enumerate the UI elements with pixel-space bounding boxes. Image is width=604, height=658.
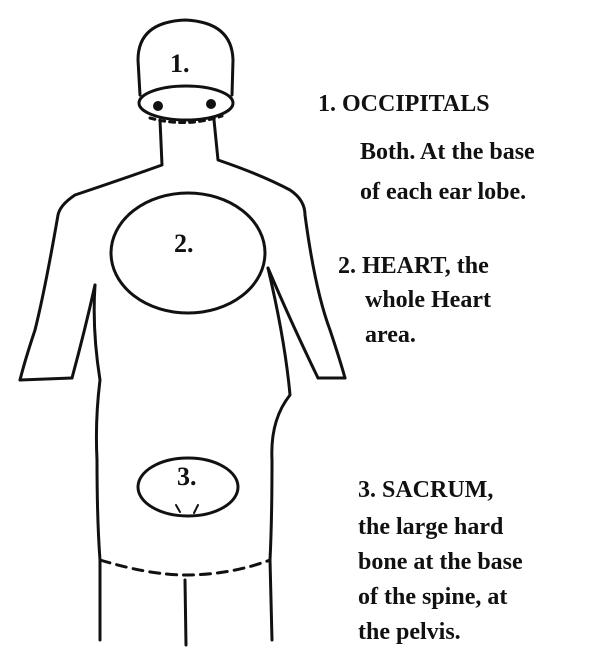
torso-left (92, 283, 102, 642)
marker-1: 1. (170, 49, 190, 78)
hip-line (98, 558, 272, 577)
sacrum-area (136, 456, 240, 518)
torso-right (266, 266, 292, 642)
note-heart-line: whole Heart (365, 287, 491, 313)
left-arm-inner (70, 283, 97, 380)
heart-area (109, 191, 267, 315)
note-sacrum-title: 3. SACRUM, (358, 477, 494, 503)
right-arm-outer (303, 213, 347, 380)
note-sacrum-line: of the spine, at (358, 584, 508, 610)
occipital-band (137, 84, 235, 122)
note-sacrum-line: the pelvis. (358, 619, 461, 645)
note-sacrum-line: bone at the base (358, 549, 523, 575)
right-occipital-dot (206, 99, 216, 109)
note-occipitals-title: 1. OCCIPITALS (318, 91, 490, 117)
leg-divider (183, 578, 188, 647)
left-hand (18, 376, 74, 382)
note-heart-title: 2. HEART, the (338, 253, 489, 279)
marker-3: 3. (177, 462, 197, 491)
right-arm-inner (266, 266, 320, 380)
marker-2: 2. (174, 229, 194, 258)
neck-left (56, 118, 164, 217)
note-occipitals-line: Both. At the base (360, 139, 535, 165)
note-sacrum-line: the large hard (358, 514, 504, 540)
head (136, 18, 235, 97)
note-heart-line: area. (365, 322, 416, 348)
chin-dashes (148, 114, 224, 125)
neck-right (212, 118, 307, 217)
left-arm-outer (18, 213, 60, 382)
left-occipital-dot (153, 101, 163, 111)
note-occipitals-line: of each ear lobe. (360, 179, 527, 205)
sacrum-ticks (175, 504, 199, 514)
